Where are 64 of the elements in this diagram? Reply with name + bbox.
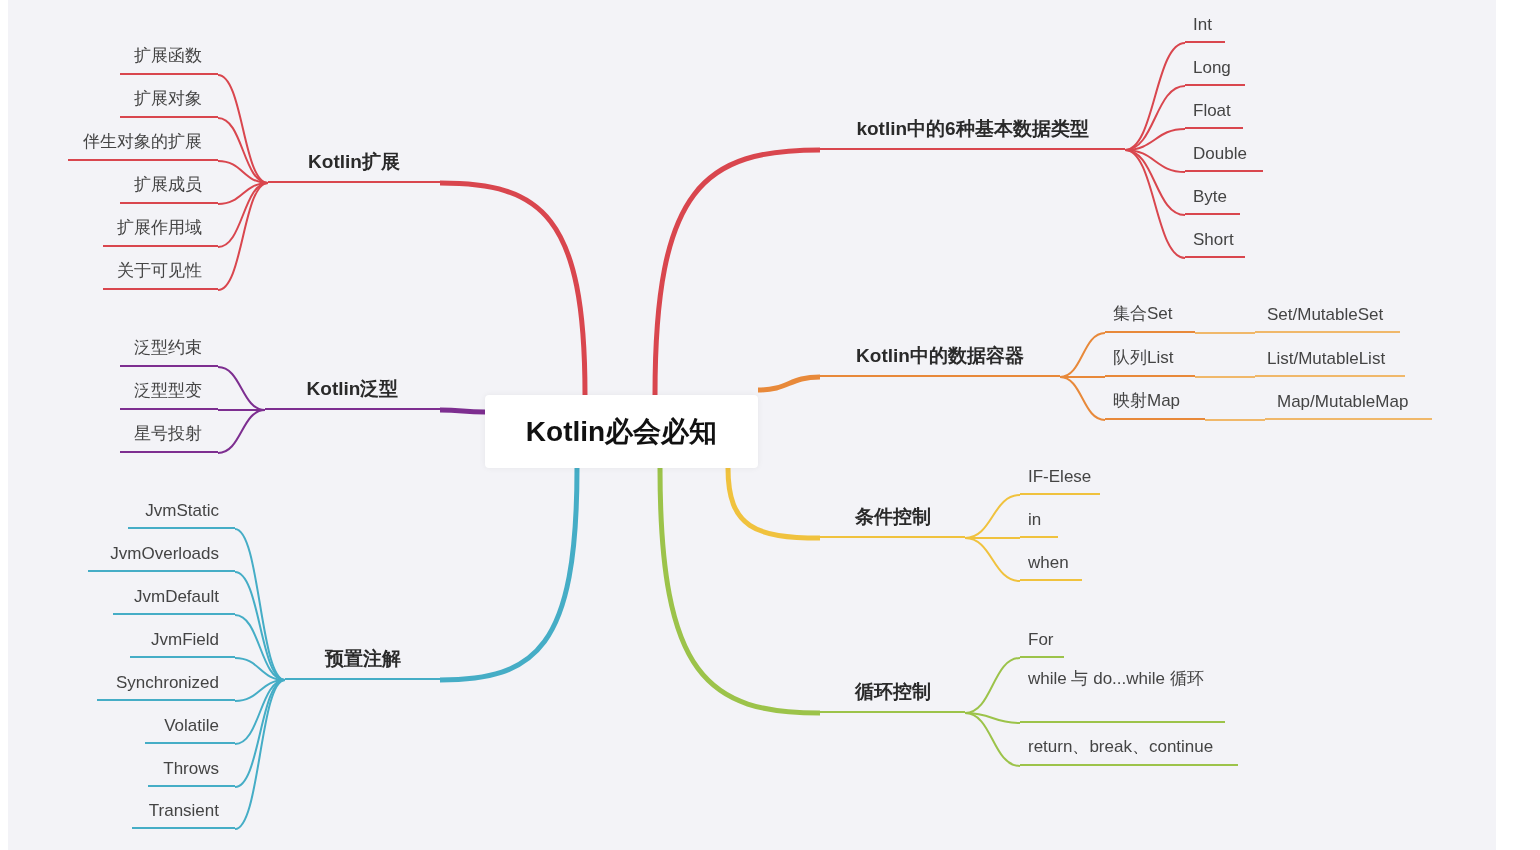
- subtopic-label: Transient: [132, 797, 235, 829]
- branch-line: [439, 180, 588, 396]
- subtopic-label: Set/MutableSet: [1255, 301, 1400, 333]
- subtopic-label: Byte: [1185, 183, 1240, 215]
- subtopic-label: in: [1020, 506, 1058, 538]
- subtopic-label: 扩展对象: [120, 86, 218, 118]
- subtopic-label: Synchronized: [97, 669, 235, 701]
- branch-topic: Kotlin泛型: [265, 374, 440, 410]
- subtopic-label: Long: [1185, 54, 1245, 86]
- connector-line: [217, 74, 269, 184]
- connector-line: [217, 182, 269, 291]
- branch-topic: Kotlin中的数据容器: [820, 341, 1060, 377]
- branch-topic: 循环控制: [820, 677, 965, 713]
- branch-line: [725, 467, 821, 541]
- branch-line: [757, 374, 821, 393]
- branch-line: [440, 407, 485, 415]
- subtopic-label: JvmField: [130, 626, 235, 658]
- branch-topic: 条件控制: [820, 502, 965, 538]
- subtopic-label: JvmStatic: [128, 497, 235, 529]
- subtopic-label: 扩展作用域: [103, 215, 218, 247]
- subtopic-label: Int: [1185, 11, 1225, 43]
- connector-line: [234, 571, 286, 681]
- branch-line: [652, 147, 821, 396]
- connector-line: [1204, 419, 1266, 421]
- connector-line: [217, 182, 269, 248]
- subtopic-label: 泛型型变: [120, 378, 218, 410]
- subtopic-label: Short: [1185, 226, 1245, 258]
- subtopic-label: 扩展成员: [120, 172, 218, 204]
- subtopic-label: 集合Set: [1105, 301, 1195, 333]
- branch-topic: 预置注解: [285, 644, 440, 680]
- subtopic-label: Double: [1185, 140, 1263, 172]
- subtopic-label: Throws: [148, 755, 235, 787]
- branch-line: [657, 467, 821, 716]
- subtopic-label: For: [1020, 626, 1064, 658]
- subtopic-label: return、break、continue: [1020, 734, 1238, 766]
- subtopic-label: 扩展函数: [120, 43, 218, 75]
- subtopic-label: 关于可见性: [103, 258, 218, 290]
- connector-line: [964, 537, 1021, 582]
- subtopic-label: Volatile: [145, 712, 235, 744]
- subtopic-label: Float: [1185, 97, 1243, 129]
- central-topic-box: Kotlin必会必知: [485, 395, 758, 468]
- connector-line: [1124, 149, 1186, 259]
- branch-line: [439, 467, 580, 683]
- subtopic-label: List/MutableList: [1255, 345, 1405, 377]
- subtopic-label: 映射Map: [1105, 388, 1205, 420]
- subtopic-label: while 与 do...while 循环: [1020, 665, 1225, 723]
- subtopic-label: JvmOverloads: [88, 540, 235, 572]
- subtopic-label: 伴生对象的扩展: [68, 129, 218, 161]
- subtopic-label: IF-Elese: [1020, 463, 1100, 495]
- connector-line: [234, 679, 286, 788]
- connector-line: [1059, 376, 1106, 421]
- connector-line: [1194, 376, 1256, 378]
- subtopic-label: 星号投射: [120, 421, 218, 453]
- connector-line: [964, 712, 1021, 767]
- connector-line: [217, 409, 266, 454]
- connector-line: [1194, 332, 1256, 334]
- connector-line: [234, 679, 286, 830]
- subtopic-label: 队列List: [1105, 345, 1195, 377]
- branch-topic: Kotlin扩展: [268, 147, 440, 183]
- subtopic-label: when: [1020, 549, 1082, 581]
- subtopic-label: JvmDefault: [113, 583, 235, 615]
- subtopic-label: Map/MutableMap: [1265, 388, 1432, 420]
- branch-topic: kotlin中的6种基本数据类型: [820, 114, 1125, 150]
- subtopic-label: 泛型约束: [120, 335, 218, 367]
